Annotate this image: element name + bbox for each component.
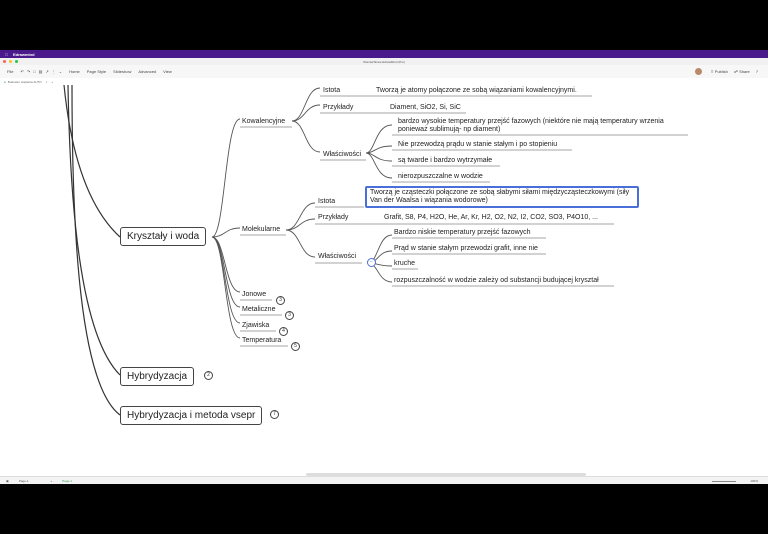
node-kowalencyjne[interactable]: Kowalencyjne [242,118,286,125]
chevron-down-icon[interactable]: ⌄ [58,69,63,74]
doc-tab[interactable]: Budowa i wiązania AUTO [7,79,42,84]
node-zjawiska[interactable]: Zjawiska [242,322,270,329]
node-property[interactable]: nierozpuszczalne w wodzie [398,173,483,180]
node-istota[interactable]: Istota [318,198,336,205]
node-molekularne[interactable]: Molekularne [242,226,281,233]
maximize-window-icon[interactable] [15,60,18,63]
collapse-count-badge[interactable]: 3 [276,296,285,305]
file-menu[interactable]: File [7,69,14,74]
collapse-count-badge[interactable]: 5 [291,342,300,351]
close-window-icon[interactable] [3,60,6,63]
node-metaliczne[interactable]: Metaliczne [242,306,276,313]
doc-tab-icon: ● [4,79,6,84]
help-icon[interactable]: ? [755,69,758,74]
add-page-icon[interactable]: + [50,479,53,483]
print-icon[interactable]: ▤ [38,69,43,74]
node-wlasciwosci[interactable]: Właściwości [318,253,357,260]
node-przyklady-text[interactable]: Diament, SiO2, Si, SiC [390,104,461,111]
tab-home[interactable]: Home [69,69,80,74]
node-jonowe[interactable]: Jonowe [242,291,267,298]
os-menu-bar:  Edrawmind [0,50,768,58]
tab-advanced[interactable]: Advanced [138,69,157,74]
main-toolbar: File ↶ ↷ □ ▤ ↗ ⋮ ⌄ Home Page Style Slide… [0,65,768,79]
tab-slideshow[interactable]: Slideshow [113,69,132,74]
node-wlasciwosci[interactable]: Właściwości [323,151,362,158]
node-property[interactable]: Bardzo niskie temperatury przejść fazowy… [394,229,531,236]
close-tab-icon[interactable]: × [45,79,48,84]
horizontal-scrollbar[interactable] [306,473,586,476]
node-temperatura[interactable]: Temperatura [242,337,282,344]
node-istota[interactable]: Istota [323,87,341,94]
app-menu-name[interactable]: Edrawmind [10,51,35,57]
node-przyklady-text[interactable]: Grafit, S8, P4, H2O, He, Ar, Kr, H2, O2,… [384,214,598,221]
selected-node-istota-text[interactable]: Tworzą je cząsteczki połączone ze sobą s… [365,186,639,208]
status-bar: ▣ Page-1 + Page-1 100% [0,476,768,484]
title-bar: WonderShare EdrawMind (Pro) [0,58,768,65]
connector-lines [63,85,688,416]
zoom-slider[interactable] [712,480,737,482]
page-tab-active[interactable]: Page-1 [62,479,72,483]
node-property[interactable]: są twarde i bardzo wytrzymałe [398,157,493,164]
undo-icon[interactable]: ↶ [20,69,24,74]
node-property[interactable]: bardzo wysokie temperatury przejść fazow… [398,118,664,133]
share-button[interactable]: ☍ Share [733,69,750,74]
collapse-count-badge[interactable]: 4 [279,327,288,336]
collapse-count-badge[interactable]: 2 [204,371,213,380]
page-selector[interactable]: Page-1 [18,479,29,483]
save-icon[interactable]: □ [33,69,36,74]
node-przyklady[interactable]: Przykłady [323,104,354,111]
add-tab-icon[interactable]: + [51,79,54,84]
avatar[interactable] [695,68,703,75]
export-icon[interactable]: ↗ [45,69,49,74]
redo-icon[interactable]: ↷ [26,69,31,74]
app-window: WonderShare EdrawMind (Pro) File ↶ ↷ □ ▤… [0,58,768,484]
tab-page-style[interactable]: Page Style [86,69,107,74]
root-node-krysztaly[interactable]: Kryształy i woda [120,227,207,246]
apple-icon[interactable]:  [5,52,8,57]
tab-view[interactable]: View [163,69,172,74]
collapse-minus-icon[interactable]: − [367,258,376,267]
publish-button[interactable]: ⇪ Publish [710,69,728,74]
publish-label: Publish [714,69,728,74]
mindmap-canvas[interactable]: Kryształy i woda Hybrydyzacja 2 Hybrydyz… [0,85,768,470]
node-property[interactable]: rozpuszczalność w wodzie zależy od subst… [394,277,599,284]
minimize-window-icon[interactable] [9,60,12,63]
collapse-count-badge[interactable]: 3 [285,311,294,320]
zoom-level[interactable]: 100% [750,479,758,483]
share-label: Share [739,69,750,74]
more-icon[interactable]: ⋮ [51,69,56,74]
page-list-icon[interactable]: ▣ [6,479,9,483]
document-tab-bar: ● Budowa i wiązania AUTO × + [0,78,768,85]
node-przyklady[interactable]: Przykłady [318,214,349,221]
node-istota-text[interactable]: Tworzą je atomy połączone ze sobą wiązan… [376,87,577,94]
node-property[interactable]: kruche [394,260,416,267]
node-property[interactable]: Prąd w stanie stałym przewodzi grafit, i… [394,245,538,252]
collapse-count-badge[interactable]: 7 [270,410,279,419]
node-property[interactable]: Nie przewodzą prądu w stanie stałym i po… [398,141,558,148]
root-node-hybrydyzacja-vsepr[interactable]: Hybrydyzacja i metoda vsepr [120,406,263,425]
window-title: WonderShare EdrawMind (Pro) [363,59,405,64]
root-node-hybrydyzacja[interactable]: Hybrydyzacja [120,367,195,386]
